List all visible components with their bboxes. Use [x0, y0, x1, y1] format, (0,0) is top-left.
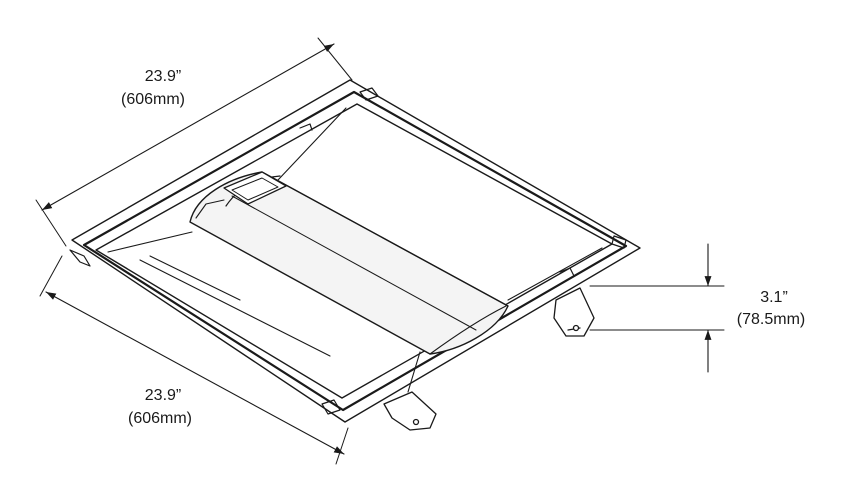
top-width-mm: (606mm) [121, 91, 185, 108]
height-mm: (78.5mm) [737, 311, 805, 328]
height-inches: 3.1” [760, 289, 788, 306]
bottom-depth-inches: 23.9” [145, 387, 181, 404]
extension-lines [35, 37, 725, 465]
top-dimension-line [41, 43, 335, 211]
bottom-dimension-line [45, 291, 345, 455]
mounting-brackets [383, 287, 595, 431]
top-width-inches: 23.9” [145, 68, 181, 85]
bottom-depth-mm: (606mm) [128, 410, 192, 427]
